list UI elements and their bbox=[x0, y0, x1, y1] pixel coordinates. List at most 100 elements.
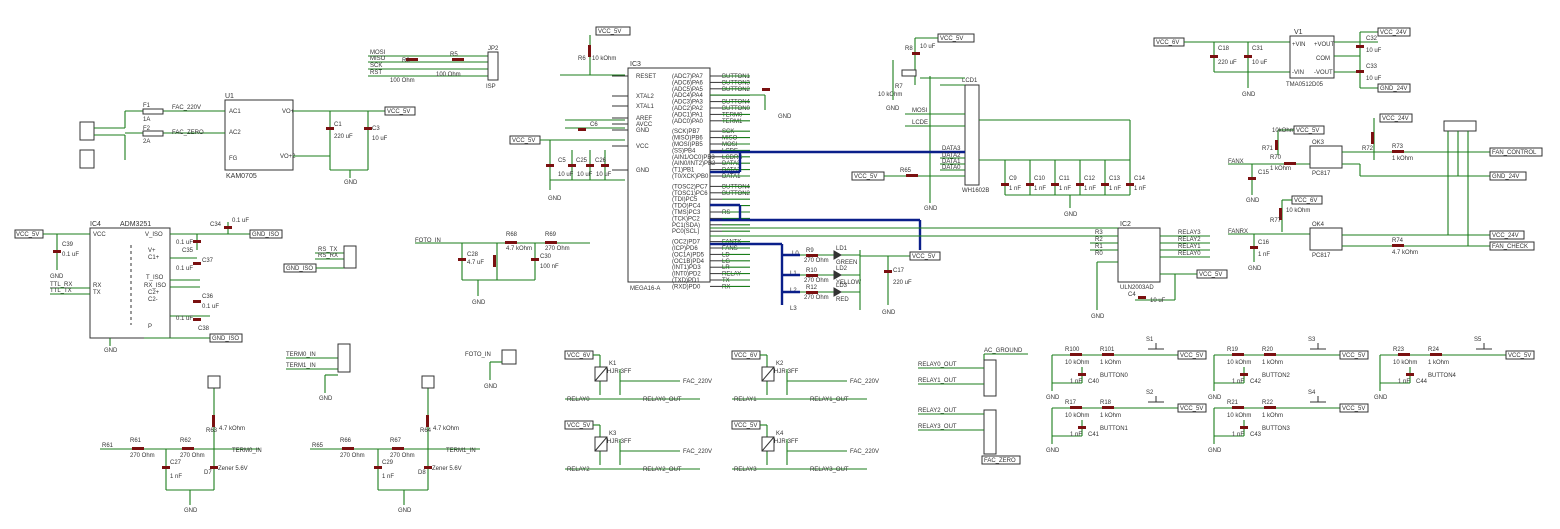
relay-drive: RELAY0 bbox=[567, 397, 590, 403]
d8-ref: D8 bbox=[418, 470, 426, 476]
r7-ref: R7 bbox=[895, 84, 903, 90]
c26-value: 10 uF bbox=[596, 172, 612, 178]
c30-ref: C30 bbox=[540, 254, 552, 260]
r64-value: 4.7 kOhm bbox=[433, 426, 459, 432]
gnd24-v1-label-box bbox=[1377, 83, 1411, 93]
lcd-data0: DATA0 bbox=[942, 165, 961, 171]
btn-net: BUTTON0 bbox=[1100, 373, 1129, 379]
r67-value: 270 Ohm bbox=[390, 453, 415, 459]
ic3-right-pin: PC0(SCL) bbox=[672, 229, 699, 235]
ic2-gnd: GND bbox=[1091, 314, 1105, 320]
r3-value: 100 Ohm bbox=[390, 78, 415, 84]
btn-c-value: 1 nF bbox=[1070, 379, 1082, 385]
vcc5-lcd-label: VCC_5V bbox=[940, 36, 963, 42]
relay-part: HJR-3FF bbox=[774, 439, 799, 445]
fac-zero-label-box bbox=[981, 455, 1021, 465]
relay-out: RELAY2_OUT bbox=[643, 467, 682, 473]
btn-r2-ref: R101 bbox=[1100, 347, 1115, 353]
gnd24-ok3-label-box bbox=[1489, 171, 1527, 181]
ic3-right-pin: (ICP)PD6 bbox=[672, 246, 698, 252]
u1-pin-ac1: AC1 bbox=[229, 109, 241, 115]
vcc24-ok3-label-box bbox=[1379, 113, 1413, 123]
ic3-net-label: LR bbox=[722, 265, 730, 271]
c1-ref: C1 bbox=[334, 122, 342, 128]
term1-net: R65 bbox=[312, 443, 324, 449]
ic3-net-label: TX bbox=[722, 278, 730, 284]
ic2-ref: IC2 bbox=[1120, 221, 1131, 228]
btn-net: BUTTON2 bbox=[1262, 373, 1291, 379]
c5-ref: C5 bbox=[558, 158, 566, 164]
u1-pin-ac2: AC2 bbox=[229, 130, 241, 136]
btn-c-ref: C40 bbox=[1088, 379, 1100, 385]
c9-ref: C9 bbox=[1009, 176, 1017, 182]
r3-resistor bbox=[406, 58, 418, 61]
ic3-net-label: DATA3 bbox=[722, 161, 741, 167]
btn-r1-ref: R17 bbox=[1065, 400, 1077, 406]
vcc5-top-label-box bbox=[595, 26, 631, 36]
ic3-left-pin: AREF bbox=[636, 116, 652, 122]
btn-pwr: VCC_5V bbox=[1180, 406, 1203, 412]
v1-dcdc: VCC_6V C18 220 uF C31 10 uF GND V1 TMA05… bbox=[1153, 27, 1411, 98]
c30-value: 100 nF bbox=[540, 264, 559, 270]
relay-coil-supply: VCC_6V bbox=[567, 353, 590, 359]
ac-ground-net: AC_GROUND bbox=[984, 348, 1023, 354]
ic3-right-pin: (TDO)PC4 bbox=[672, 204, 701, 210]
relay-ac: FAC_220V bbox=[683, 379, 712, 385]
ic3-net-label: TERM0 bbox=[722, 112, 743, 118]
ic3-net-label: RX bbox=[722, 284, 730, 290]
c15-ref: C15 bbox=[1258, 170, 1270, 176]
ok4-gnd: GND bbox=[1248, 266, 1262, 272]
ic3-right-pin: (INT1)PD3 bbox=[672, 265, 701, 271]
btn-pwr: VCC_5V bbox=[1180, 353, 1203, 359]
ic4-isolated-rs: IC4 ADM3251 VCC RX TX V_ISO V+ C1+ T_ISO… bbox=[14, 218, 283, 354]
ok3-chip bbox=[1309, 145, 1343, 169]
ic3-right-pin: (TOSC2)PC7 bbox=[672, 184, 708, 190]
term-header-block: TERM0_IN TERM1_IN GND FOTO_IN GND bbox=[286, 343, 517, 402]
fan-check-label-box bbox=[1489, 241, 1535, 251]
ic3-right-pin: (TXD)PD1 bbox=[672, 278, 700, 284]
relay2-out-label: RELAY2_OUT bbox=[918, 408, 957, 414]
btn-net: BUTTON4 bbox=[1428, 373, 1457, 379]
r6-resistor bbox=[588, 45, 591, 57]
fan-control-label-box bbox=[1489, 147, 1543, 157]
led-ref: LD3 bbox=[836, 283, 848, 289]
vcc5-u1-label: VCC_5V bbox=[387, 109, 410, 115]
led-resistor bbox=[806, 254, 818, 257]
btn-c-ref: C43 bbox=[1250, 432, 1262, 438]
ok4-ref: OK4 bbox=[1312, 222, 1325, 228]
r6-value: 10 kOhm bbox=[592, 56, 616, 62]
aref-gnd: GND bbox=[778, 114, 792, 120]
u1-ref: U1 bbox=[225, 93, 234, 100]
c29-ref: C29 bbox=[382, 460, 394, 466]
d8-value: Zener 5.6V bbox=[432, 466, 462, 472]
btn-r2-value: 1 kOhm bbox=[1428, 360, 1449, 366]
btn-r2-ref: R20 bbox=[1262, 347, 1274, 353]
vcc24-v1-label-box bbox=[1377, 27, 1411, 37]
r7-value: 10 kOhm bbox=[878, 92, 902, 98]
r72-ref: R72 bbox=[1362, 146, 1374, 152]
gnd24-ok3-label: GND_24V bbox=[1492, 174, 1519, 180]
ic3-net-label: BUTTON4 bbox=[722, 100, 751, 106]
ic3-net-label: BUTTON2 bbox=[722, 191, 751, 197]
ic3-right-pin: (TDI)PC5 bbox=[672, 197, 698, 203]
ic4-pin-tiso: T_ISO bbox=[146, 275, 164, 281]
c9-value: 1 nF bbox=[1009, 186, 1021, 192]
vcc5-led-label: VCC_5V bbox=[912, 254, 935, 260]
ic4-pin-c2p: C2+ bbox=[148, 290, 160, 296]
btn-c-value: 1 nF bbox=[1232, 432, 1244, 438]
r68-ref: R68 bbox=[506, 232, 518, 238]
ic3-net-label: RELAY bbox=[722, 272, 741, 278]
r65-ref: R65 bbox=[900, 168, 912, 174]
led-resistor bbox=[806, 291, 818, 294]
ic3-right-pin: (ADC0)PA0 bbox=[672, 119, 704, 125]
r62-value: 270 Ohm bbox=[180, 453, 205, 459]
c11-value: 1 nF bbox=[1059, 186, 1071, 192]
r70-ref: R70 bbox=[1270, 155, 1282, 161]
ic3-right-pin: (SS)PB4 bbox=[672, 148, 696, 154]
